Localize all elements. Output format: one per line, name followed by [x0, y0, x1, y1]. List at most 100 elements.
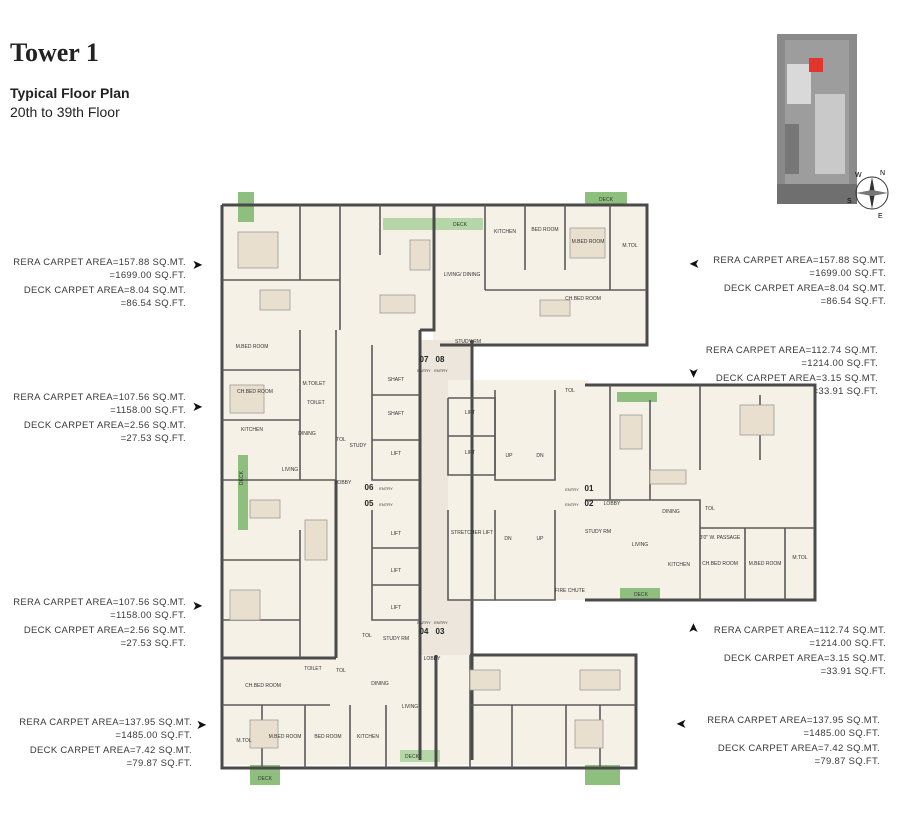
label-study-rm: STUDY RM — [585, 529, 611, 535]
label-kitchen: KITCHEN — [668, 562, 690, 568]
label-bed-room: BED ROOM — [314, 734, 341, 740]
label-entry: ENTRY — [379, 486, 393, 491]
compass-s: S — [847, 198, 852, 205]
area-label-e-mid2: RERA CARPET AREA=112.74 SQ.MT.=1214.00 S… — [713, 625, 886, 677]
label-entry: ENTRY — [434, 620, 448, 625]
label-kitchen: KITCHEN — [357, 734, 379, 740]
label-living: LIVING — [282, 467, 299, 473]
arrow-right-icon: ➤ — [192, 257, 203, 272]
label-m-bed-room: M.BED ROOM — [269, 734, 302, 740]
label-dining: DINING — [371, 681, 389, 687]
area-label-ne-top: RERA CARPET AREA=157.88 SQ.MT.=1699.00 S… — [713, 255, 886, 307]
area-label-w-mid2: RERA CARPET AREA=107.56 SQ.MT.=1158.00 S… — [13, 597, 186, 649]
label-deck: DECK — [453, 222, 468, 228]
deck — [585, 192, 627, 204]
compass-w: W — [855, 172, 862, 179]
label-entry: ENTRY — [434, 368, 448, 373]
page-title: Tower 1 — [10, 38, 99, 67]
label-lift: LIFT — [391, 568, 401, 574]
label-ch-bed-room: CH.BED ROOM — [237, 389, 273, 395]
label-tol: TOL — [362, 633, 372, 639]
floor-range: 20th to 39th Floor — [10, 104, 120, 120]
deck — [238, 192, 254, 222]
plan-subtitle: Typical Floor Plan — [10, 85, 130, 101]
unit-number: 03 — [436, 627, 445, 636]
label-bed-room: BED ROOM — [531, 227, 558, 233]
label-dn: DN — [504, 536, 512, 542]
label-up: UP — [506, 453, 514, 459]
label-deck: DECK — [258, 776, 273, 782]
label-stretcher-lift: STRETCHER LIFT — [451, 530, 493, 536]
label-tol: TOL — [565, 388, 575, 394]
label-lift: LIFT — [391, 605, 401, 611]
label-lift: LIFT — [465, 450, 475, 456]
label-m-toilet: M.TOILET — [303, 381, 326, 387]
label-tol: TOL — [336, 437, 346, 443]
label-entry: ENTRY — [417, 620, 431, 625]
area-label-sw-bot: RERA CARPET AREA=137.95 SQ.MT.=1485.00 S… — [19, 717, 192, 769]
arrow-right-icon: ➤ — [192, 399, 203, 414]
label-study-rm: STUDY RM — [383, 636, 409, 642]
label-lift: LIFT — [391, 531, 401, 537]
label-living-dining: LIVING/ DINING — [444, 272, 481, 278]
label-lobby: LOBBY — [424, 656, 441, 662]
label-entry: ENTRY — [565, 487, 579, 492]
label-living: LIVING — [402, 704, 419, 710]
label-ch-bed-room: CH.BED ROOM — [565, 296, 601, 302]
label-shaft: SHAFT — [388, 411, 404, 417]
unit-number: 02 — [585, 499, 594, 508]
label-passage: 3'0" W. PASSAGE — [700, 535, 741, 541]
area-label-w-mid1: RERA CARPET AREA=107.56 SQ.MT.=1158.00 S… — [13, 392, 186, 444]
unit-number: 01 — [585, 484, 594, 493]
compass-n: N — [880, 170, 885, 177]
area-label-e-mid1: RERA CARPET AREA=112.74 SQ.MT.=1214.00 S… — [705, 345, 878, 397]
compass-e: E — [878, 213, 883, 220]
label-m-bed-room: M.BED ROOM — [572, 239, 605, 245]
label-m-bed-room: M.BED ROOM — [236, 344, 269, 350]
label-tol: TOL — [705, 506, 715, 512]
label-deck: DECK — [634, 592, 649, 598]
label-m-tol: M.TOL — [236, 738, 251, 744]
label-toilet: TOILET — [307, 400, 324, 406]
unit-number: 08 — [436, 355, 445, 364]
unit-number: 07 — [420, 355, 429, 364]
label-m-bed-room: M.BED ROOM — [749, 561, 782, 567]
label-entry: ENTRY — [565, 502, 579, 507]
label-lift: LIFT — [391, 451, 401, 457]
label-dining: DINING — [662, 509, 680, 515]
label-study: STUDY — [350, 443, 368, 449]
label-ch-bed-room: CH.BED ROOM — [245, 683, 281, 689]
label-kitchen: KITCHEN — [241, 427, 263, 433]
area-label-nw-top: RERA CARPET AREA=157.88 SQ.MT.=1699.00 S… — [13, 257, 186, 309]
label-m-tol: M.TOL — [792, 555, 807, 561]
label-deck: DECK — [239, 470, 245, 485]
label-deck: DECK — [599, 197, 614, 203]
label-lobby: LOBBY — [604, 501, 621, 507]
label-entry: ENTRY — [379, 502, 393, 507]
label-toilet: TOILET — [304, 666, 321, 672]
label-dn: DN — [536, 453, 544, 459]
label-living: LIVING — [632, 542, 649, 548]
compass-icon: N W S E — [847, 170, 889, 220]
label-dining: DINING — [298, 431, 316, 437]
unit-number: 06 — [365, 483, 374, 492]
arrow-right-icon: ➤ — [196, 717, 207, 732]
label-study-rm: STUDY RM — [455, 339, 481, 345]
label-tol: TOL — [336, 668, 346, 674]
label-lobby: LOBBY — [335, 480, 352, 486]
label-shaft: SHAFT — [388, 377, 404, 383]
label-deck: DECK — [405, 754, 420, 760]
label-fire-chute: FIRE CHUTE — [555, 588, 586, 594]
label-kitchen: KITCHEN — [494, 229, 516, 235]
unit-number: 04 — [420, 627, 429, 636]
label-entry: ENTRY — [417, 368, 431, 373]
key-plan-map — [777, 34, 857, 204]
area-label-se-bot: RERA CARPET AREA=137.95 SQ.MT.=1485.00 S… — [707, 715, 880, 767]
label-up: UP — [537, 536, 545, 542]
label-m-tol: M.TOL — [622, 243, 637, 249]
unit-number: 05 — [365, 499, 374, 508]
label-lift: LIFT — [465, 410, 475, 416]
label-ch-bed-room: CH.BED ROOM — [702, 561, 738, 567]
arrow-right-icon: ➤ — [192, 598, 203, 613]
